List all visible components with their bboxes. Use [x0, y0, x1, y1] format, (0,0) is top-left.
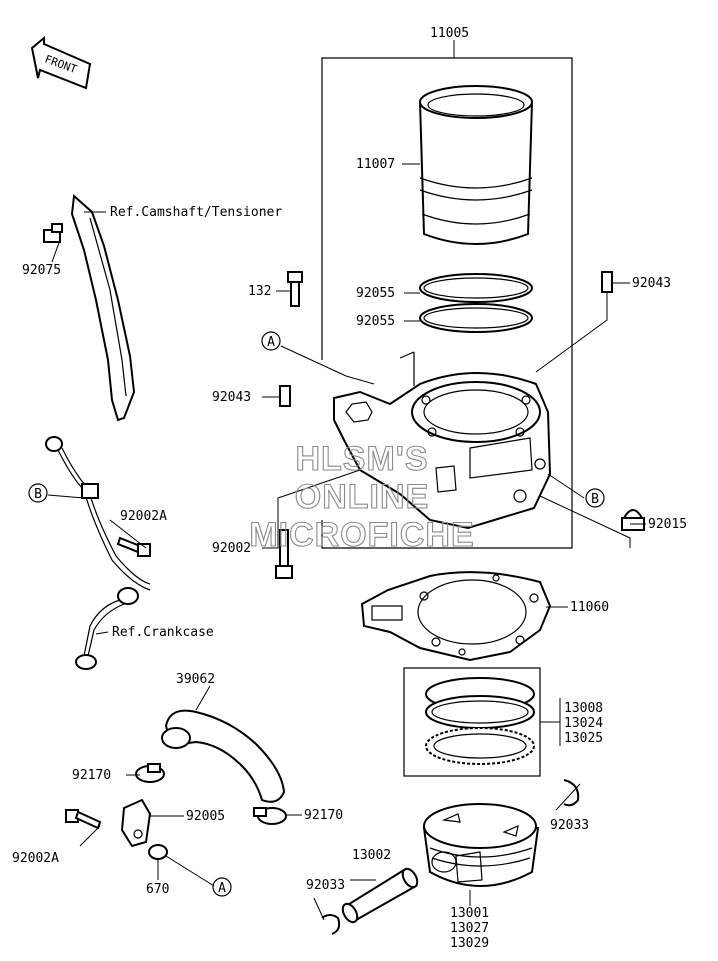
watermark-line2: ONLINE: [295, 478, 429, 516]
watermark-line1: HLSM'S: [295, 440, 428, 478]
piston-ring-set: [403, 667, 541, 777]
cylinder-sleeve: [418, 85, 534, 245]
callout-a-bottom-label: A: [218, 881, 226, 896]
label-92075[interactable]: 92075: [22, 263, 61, 278]
label-92055-bottom[interactable]: 92055: [356, 314, 395, 329]
callout-b-right[interactable]: B: [585, 488, 605, 508]
cylinder-block: [333, 351, 552, 530]
label-13029[interactable]: 13029: [450, 936, 489, 951]
label-132[interactable]: 132: [248, 284, 271, 299]
label-11007[interactable]: 11007: [356, 157, 395, 172]
label-92002[interactable]: 92002: [212, 541, 251, 556]
label-670[interactable]: 670: [146, 882, 169, 897]
callout-a-top[interactable]: A: [261, 331, 281, 351]
hose-clamp-left: [135, 763, 165, 783]
piston: [422, 803, 540, 887]
ref-camshaft-tensioner[interactable]: Ref.Camshaft/Tensioner: [110, 205, 282, 220]
o-rings: [419, 273, 533, 333]
label-11060[interactable]: 11060: [570, 600, 609, 615]
circlip-left: [321, 914, 341, 935]
callout-a-bottom[interactable]: A: [212, 877, 232, 897]
label-92055-top[interactable]: 92055: [356, 286, 395, 301]
label-13002[interactable]: 13002: [352, 848, 391, 863]
clip-92075: [43, 223, 63, 243]
watermark: HLSM'S ONLINE MICROFICHE: [249, 439, 474, 554]
callout-b-right-label: B: [591, 492, 599, 507]
bolt-132: [287, 271, 303, 307]
label-13027[interactable]: 13027: [450, 921, 489, 936]
oil-pipe: [45, 436, 151, 670]
label-92170-right[interactable]: 92170: [304, 808, 343, 823]
label-92170-left[interactable]: 92170: [72, 768, 111, 783]
bolt-bottom: [65, 809, 102, 830]
circlip-right: [563, 779, 580, 807]
label-92005[interactable]: 92005: [186, 809, 225, 824]
label-92002a-bottom[interactable]: 92002A: [12, 851, 59, 866]
cylinder-assembly-box: [321, 40, 573, 549]
hose-clamp-right: [253, 807, 287, 825]
label-13024[interactable]: 13024: [564, 716, 603, 731]
o-ring-670: [148, 844, 168, 860]
breather-hose: [161, 709, 286, 803]
label-39062[interactable]: 39062: [176, 672, 215, 687]
label-11005[interactable]: 11005: [430, 26, 469, 41]
label-92015[interactable]: 92015: [648, 517, 687, 532]
stud-92002: [275, 529, 293, 579]
part-labels: 11005 11007 132 92055 92055 92043 92043 …: [12, 26, 687, 951]
callout-b-left[interactable]: B: [28, 483, 48, 503]
label-92033-left[interactable]: 92033: [306, 878, 345, 893]
label-13025[interactable]: 13025: [564, 731, 603, 746]
chain-guide: [70, 193, 136, 422]
callout-b-left-label: B: [34, 487, 42, 502]
ref-crankcase[interactable]: Ref.Crankcase: [112, 625, 214, 640]
breather-fitting: [120, 798, 152, 848]
label-13008[interactable]: 13008: [564, 701, 603, 716]
callout-a-top-label: A: [267, 335, 275, 350]
piston-pin: [341, 867, 419, 924]
head-gasket: [360, 571, 552, 662]
label-92033-right[interactable]: 92033: [550, 818, 589, 833]
watermark-line3: MICROFICHE: [249, 516, 474, 554]
label-92043-left[interactable]: 92043: [212, 390, 251, 405]
leader-lines: [47, 163, 646, 921]
banjo-bolt-top: [116, 536, 151, 557]
front-arrow-icon: FRONT: [30, 35, 92, 90]
dowel-92043-right: [601, 271, 613, 293]
label-92043-right[interactable]: 92043: [632, 276, 671, 291]
label-92002a-top[interactable]: 92002A: [120, 509, 167, 524]
dowel-92043-left: [279, 385, 291, 407]
cap-nut-92015: [621, 509, 645, 531]
label-13001[interactable]: 13001: [450, 906, 489, 921]
